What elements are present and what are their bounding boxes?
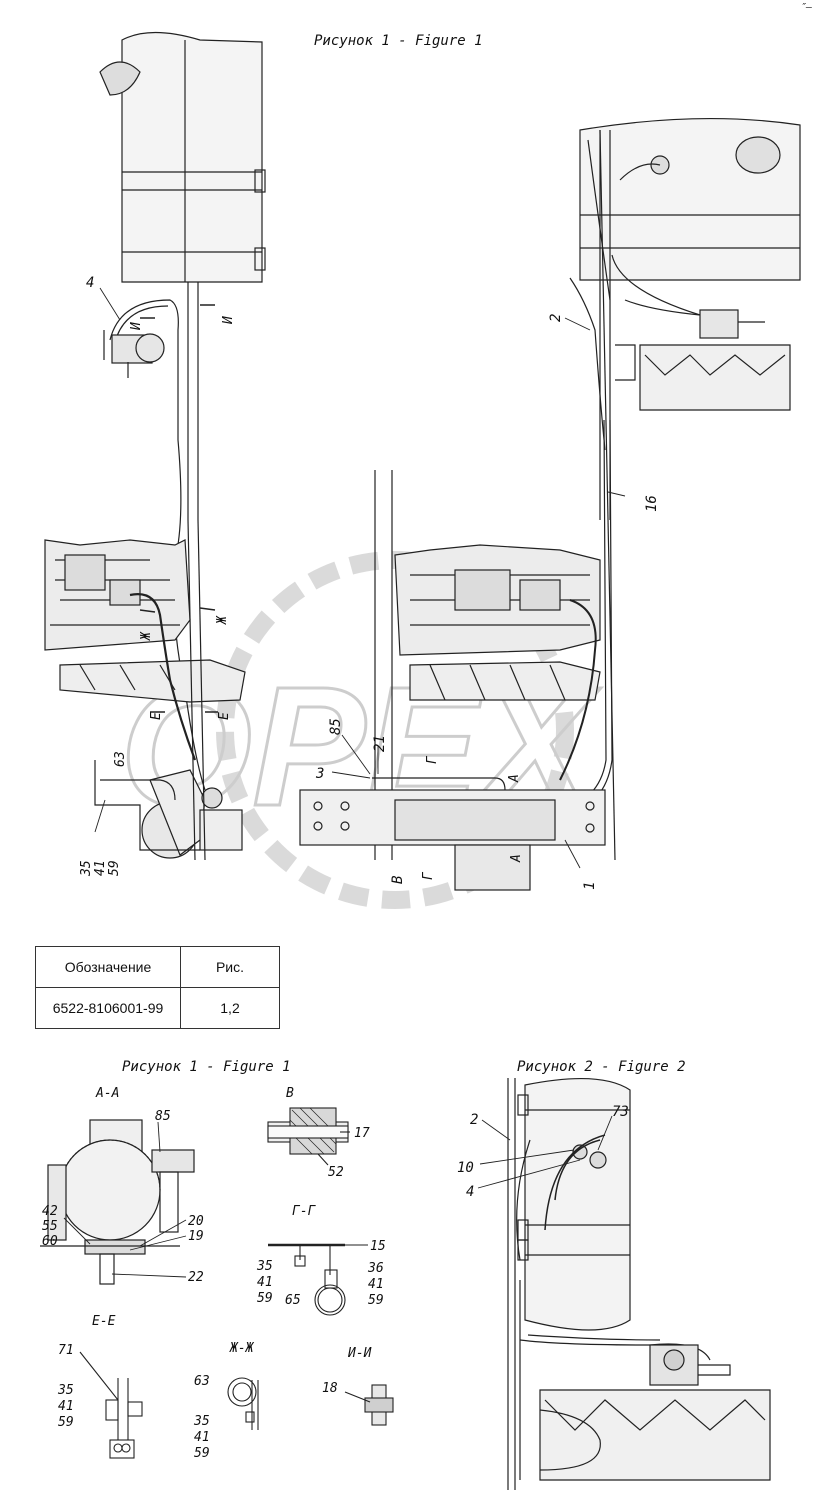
table-cell: 1,2 xyxy=(180,987,280,1029)
svg-text:4: 4 xyxy=(466,1184,474,1200)
section-aa xyxy=(40,1119,195,1285)
svg-text:35: 35 xyxy=(193,1414,210,1429)
section-zhzh xyxy=(227,1377,259,1430)
table-header-cell: Рис. xyxy=(180,946,280,988)
svg-text:19: 19 xyxy=(188,1229,204,1244)
callout-85: 85 xyxy=(328,718,344,735)
callout-41: 41 xyxy=(93,860,108,876)
main-figure-left xyxy=(44,31,266,861)
svg-text:65: 65 xyxy=(285,1293,301,1308)
svg-text:42: 42 xyxy=(42,1204,58,1219)
svg-text:60: 60 xyxy=(42,1234,58,1249)
svg-text:41: 41 xyxy=(58,1399,74,1414)
callout-4: 4 xyxy=(86,275,94,291)
section-title-ee: Е-Е xyxy=(92,1314,116,1329)
svg-text:18: 18 xyxy=(322,1381,338,1396)
figure-title-bottom-right: Рисунок 2 - Figure 2 xyxy=(517,1059,686,1075)
svg-text:Ж: Ж xyxy=(139,631,154,641)
main-callouts: 4 2 16 85 21 3 1 63 35 41 59 xyxy=(79,275,660,890)
svg-text:Ж: Ж xyxy=(215,615,230,625)
callout-59: 59 xyxy=(107,860,122,876)
svg-text:35: 35 xyxy=(256,1259,273,1274)
svg-text:А: А xyxy=(507,774,522,783)
table-header-row: Обозначение Рис. xyxy=(35,946,280,988)
section-title-zhzh: Ж-Ж xyxy=(229,1341,255,1356)
svg-text:И: И xyxy=(221,316,236,325)
section-ii xyxy=(344,1384,394,1426)
svg-text:71: 71 xyxy=(58,1343,74,1358)
svg-text:41: 41 xyxy=(368,1277,384,1292)
section-aa-leaders xyxy=(63,1121,187,1278)
figure-2-leaders xyxy=(477,1115,613,1189)
svg-text:59: 59 xyxy=(368,1293,384,1308)
section-title-gg: Г-Г xyxy=(292,1204,317,1219)
svg-text:41: 41 xyxy=(194,1430,210,1445)
callout-21: 21 xyxy=(372,735,388,752)
svg-text:Е: Е xyxy=(149,712,164,720)
svg-text:Г: Г xyxy=(421,871,436,880)
cut-marks: И И Ж Ж Е Е Г Г А А В xyxy=(129,316,524,884)
detail-callouts: А-А В Г-Г Е-Е Ж-Ж И-И 85 42 55 60 20 19 … xyxy=(42,1086,629,1461)
section-v xyxy=(267,1107,350,1166)
table-cell: 6522-8106001-99 xyxy=(35,987,181,1029)
svg-text:10: 10 xyxy=(457,1160,474,1176)
section-ee xyxy=(79,1351,143,1459)
svg-text:В: В xyxy=(390,876,406,884)
svg-text:17: 17 xyxy=(354,1126,370,1141)
figure-2 xyxy=(507,1077,771,1490)
svg-text:2: 2 xyxy=(470,1112,478,1128)
svg-text:Е: Е xyxy=(217,712,232,720)
svg-text:55: 55 xyxy=(42,1219,58,1234)
figure-title-bottom-left: Рисунок 1 - Figure 1 xyxy=(122,1059,291,1075)
callout-16: 16 xyxy=(644,495,660,512)
svg-text:52: 52 xyxy=(328,1165,344,1180)
main-leaders xyxy=(94,287,626,869)
svg-text:59: 59 xyxy=(194,1446,210,1461)
svg-text:15: 15 xyxy=(370,1239,386,1254)
svg-text:59: 59 xyxy=(58,1415,74,1430)
callout-3: 3 xyxy=(315,766,324,782)
svg-text:22: 22 xyxy=(188,1270,204,1285)
svg-text:20: 20 xyxy=(188,1214,204,1229)
table-row: 6522-8106001-99 1,2 xyxy=(35,987,280,1029)
callout-35: 35 xyxy=(79,860,94,877)
table-header-cell: Обозначение xyxy=(35,946,181,988)
callout-1: 1 xyxy=(582,882,598,890)
svg-text:36: 36 xyxy=(367,1261,384,1276)
callout-2: 2 xyxy=(548,314,564,322)
svg-text:А: А xyxy=(509,854,524,863)
section-gg xyxy=(268,1243,368,1316)
section-title-ii: И-И xyxy=(347,1346,372,1361)
section-title-v: В xyxy=(286,1086,294,1101)
callout-63: 63 xyxy=(113,751,128,767)
svg-text:73: 73 xyxy=(612,1104,629,1120)
section-title-aa: А-А xyxy=(95,1086,119,1101)
figure-title-top: Рисунок 1 - Figure 1 xyxy=(314,33,483,49)
corner-mark: ″— xyxy=(800,2,813,13)
svg-text:41: 41 xyxy=(257,1275,273,1290)
main-figure-right xyxy=(299,118,801,891)
designation-table: Обозначение Рис. 6522-8106001-99 1,2 xyxy=(35,946,280,1029)
svg-text:Г: Г xyxy=(425,755,440,764)
svg-text:63: 63 xyxy=(194,1374,210,1389)
svg-text:59: 59 xyxy=(257,1291,273,1306)
svg-text:И: И xyxy=(129,322,144,331)
svg-text:85: 85 xyxy=(155,1109,171,1124)
svg-text:35: 35 xyxy=(57,1383,74,1398)
